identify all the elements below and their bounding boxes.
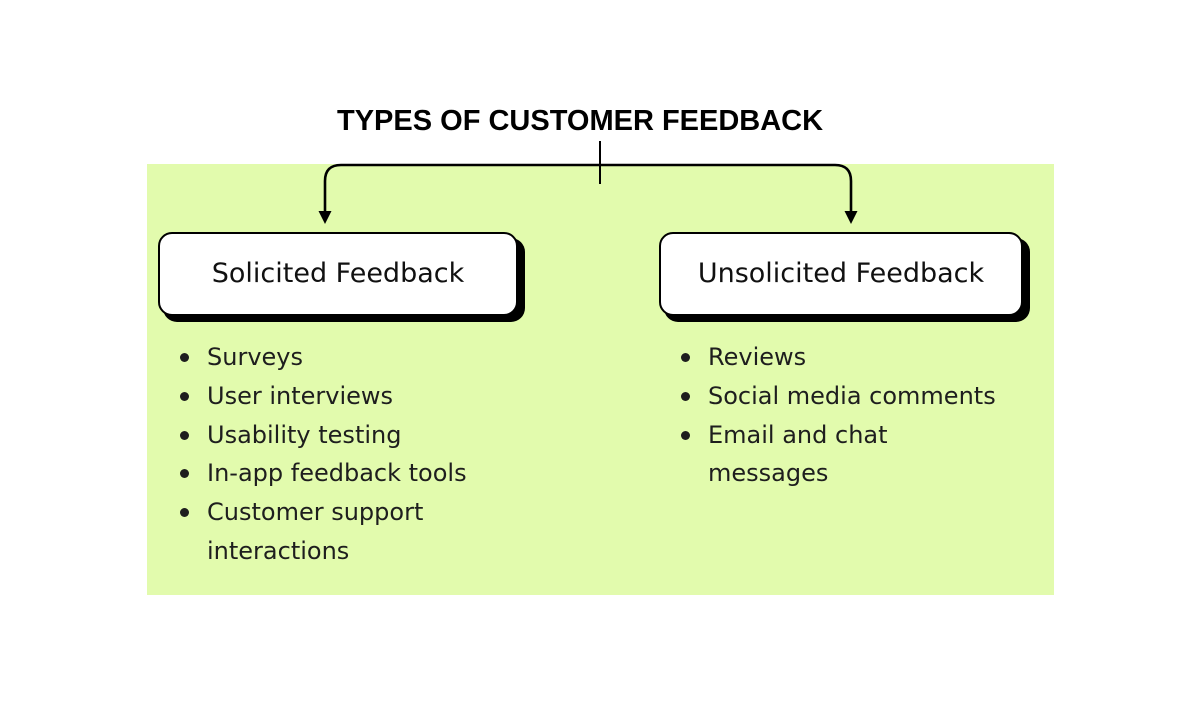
unsolicited-list-item: Reviews (681, 338, 996, 377)
bullet-icon (180, 430, 189, 440)
solicited-item-text: Surveys (207, 343, 303, 371)
diagram-title: TYPES OF CUSTOMER FEEDBACK (337, 105, 824, 137)
unsolicited-item-text: Reviews (708, 343, 807, 371)
bullet-icon (180, 353, 189, 362)
solicited-list-item: Surveys (180, 338, 467, 377)
unsolicited-list-item: Social media comments (681, 377, 996, 416)
solicited-item-text: User interviews (207, 381, 394, 410)
bullet-icon (681, 353, 690, 362)
solicited-list-item: In-app feedback tools (180, 454, 467, 493)
unsolicited-item-text: Email and chat (708, 420, 888, 449)
bullet-icon (681, 430, 690, 440)
solicited-item-text: In-app feedback tools (207, 459, 467, 488)
solicited-list-item: User interviews (180, 377, 467, 416)
unsolicited-item-text: messages (708, 459, 829, 488)
unsolicited-feedback-card: Unsolicited Feedback (659, 232, 1023, 316)
unsolicited-list-item: Email and chat messages (681, 416, 996, 494)
solicited-feedback-label: Solicited Feedback (211, 258, 465, 289)
bullet-icon (681, 391, 690, 401)
solicited-list-item: Customer support interactions (180, 493, 467, 571)
unsolicited-item-text: Social media comments (708, 381, 996, 410)
solicited-list-item: Usability testing (180, 416, 467, 455)
bullet-icon (180, 508, 189, 518)
solicited-feedback-card: Solicited Feedback (158, 232, 518, 316)
solicited-item-text: Usability testing (207, 420, 402, 449)
solicited-item-text: Customer support (207, 498, 424, 527)
solicited-item-text: interactions (207, 536, 350, 565)
unsolicited-feedback-label: Unsolicited Feedback (697, 258, 985, 289)
bullet-icon (180, 469, 189, 479)
bullet-icon (180, 391, 189, 401)
